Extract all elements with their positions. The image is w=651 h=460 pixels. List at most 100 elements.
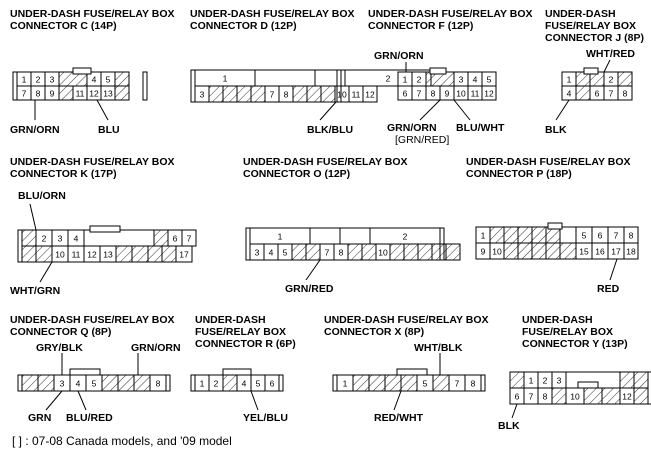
connector-q-cavity-hatch <box>21 374 39 392</box>
connector-p-cavity-num: 10 <box>492 247 502 257</box>
connector-c-wire-lead <box>96 99 109 121</box>
connector-c-cavity-num: 9 <box>50 89 55 99</box>
connector-y-cavity-hatch <box>601 387 621 405</box>
connector-q-cavity-hatch <box>101 374 119 392</box>
connector-q-cavity-hatch <box>133 374 151 392</box>
connector-f-title: UNDER-DASH FUSE/RELAY BOX CONNECTOR F (1… <box>368 8 533 32</box>
connector-k-cavity-hatch <box>115 245 133 263</box>
wire-label-f-3: [GRN/RED] <box>395 134 450 146</box>
connector-d-cavity-hatch <box>320 85 336 103</box>
connector-p-title: UNDER-DASH FUSE/RELAY BOX CONNECTOR P (1… <box>466 156 631 180</box>
connector-x-latch <box>332 374 338 392</box>
connector-o-cavity-hatch <box>347 243 363 261</box>
connector-y-cavity-num: 2 <box>543 376 548 386</box>
connector-q-cavity-num: 4 <box>76 379 81 389</box>
connector-r-latch <box>190 374 196 392</box>
connector-p-cavity-num: 17 <box>611 247 621 257</box>
connector-x-cavity-num: 7 <box>455 379 460 389</box>
connector-k-cavity-hatch <box>131 245 149 263</box>
connector-p-cavity-hatch <box>531 226 547 244</box>
connector-j-cavity <box>617 85 633 101</box>
connector-r-cavity-hatch <box>222 374 238 392</box>
connector-p-cavity-num: 16 <box>595 247 605 257</box>
connector-r-cavity-num: 2 <box>214 379 219 389</box>
connector-p-wire-lead <box>609 258 618 281</box>
connector-c-lock-tab <box>72 67 92 75</box>
connector-o-cavity-hatch <box>445 243 461 261</box>
connector-d-cavity-num: 12 <box>365 90 375 100</box>
connector-d-latch <box>190 69 196 103</box>
connector-k-cavity-num: 12 <box>87 250 97 260</box>
connector-j-cavity-hatch <box>617 71 633 87</box>
connector-y-cavity-num: 10 <box>570 392 580 402</box>
connector-j-wire-lead <box>555 99 570 121</box>
wire-label-q-4: BLU/RED <box>66 412 113 424</box>
connector-c-cavity-num: 5 <box>106 75 111 85</box>
connector-k-wire-lead <box>29 203 37 231</box>
connector-k-cavity-num: 10 <box>55 250 65 260</box>
connector-y-cavity-num: 8 <box>543 392 548 402</box>
connector-k-cavity-num: 13 <box>103 250 113 260</box>
connector-c-cavity-num: 1 <box>22 75 27 85</box>
wire-label-q-2: GRN/ORN <box>131 342 181 354</box>
connector-d-cavity-num: 3 <box>200 90 205 100</box>
connector-p-cavity-hatch <box>545 242 561 260</box>
connector-c-cavity-num: 4 <box>92 75 97 85</box>
connector-q-lock-tab <box>69 368 101 376</box>
connector-c-cavity-num: 8 <box>36 89 41 99</box>
wire-label-q-3: GRN <box>28 412 52 424</box>
connector-o-cavity-num: 2 <box>403 232 408 242</box>
connector-r-wire-lead <box>250 390 259 411</box>
wire-label-k-1: BLU/ORN <box>18 190 66 202</box>
connector-f-cavity <box>481 85 497 101</box>
connector-p-cavity-hatch <box>489 226 505 244</box>
connector-d-cavity-hatch <box>292 85 308 103</box>
connector-d-cavity-num: 8 <box>284 90 289 100</box>
connector-c-cavity-num: 3 <box>50 75 55 85</box>
connector-f-cavity-num: 7 <box>417 89 422 99</box>
wire-label-c-2: BLU <box>98 124 120 136</box>
connector-x-cavity-hatch <box>400 374 418 392</box>
connector-j-cavity-num: 8 <box>623 89 628 99</box>
connector-d-title: UNDER-DASH FUSE/RELAY BOX CONNECTOR D (1… <box>190 8 355 32</box>
connector-o-cavity-num: 10 <box>378 248 388 258</box>
connector-j-cavity-num: 6 <box>595 89 600 99</box>
connector-o-latch-r <box>439 227 445 261</box>
connector-o-cavity-hatch <box>417 243 433 261</box>
connector-o-cavity-hatch <box>389 243 405 261</box>
connector-f-cavity-num: 4 <box>473 75 478 85</box>
connector-k-cavity-num: 3 <box>58 234 63 244</box>
connector-o-cavity <box>339 227 371 245</box>
connector-p-cavity-hatch <box>559 242 577 260</box>
connector-j-cavity-num: 7 <box>609 89 614 99</box>
connector-c-latch-r <box>142 71 148 101</box>
connector-c-latch <box>12 71 18 101</box>
connector-y-cavity-hatch <box>633 371 649 389</box>
connector-q-wire-lead <box>45 390 63 411</box>
connector-c-cavity-hatch <box>58 85 74 101</box>
connector-o-cavity-num: 7 <box>325 248 330 258</box>
connector-k-cavity-hatch <box>161 245 177 263</box>
wire-label-c-1: GRN/ORN <box>10 124 60 136</box>
connector-f-cavity-num: 12 <box>484 89 494 99</box>
connector-d-cavity <box>254 69 316 87</box>
connector-j-lock-tab <box>583 67 599 75</box>
connector-k-cavity-hatch <box>21 245 37 263</box>
connector-d-latch-r <box>336 69 342 103</box>
connector-y-latch-r <box>647 371 651 405</box>
connector-q-wire-lead <box>77 390 87 411</box>
connector-d-cavity-num: 1 <box>223 74 228 84</box>
connector-o-cavity-num: 4 <box>269 248 274 258</box>
connector-y-cavity-hatch <box>633 387 649 405</box>
connector-x-cavity-num: 1 <box>343 379 348 389</box>
connector-f-cavity-num: 8 <box>431 89 436 99</box>
connector-o-title: UNDER-DASH FUSE/RELAY BOX CONNECTOR O (1… <box>243 156 408 180</box>
connector-x-lock-tab <box>396 368 428 376</box>
wire-label-r-1: YEL/BLU <box>243 412 288 424</box>
connector-o-cavity-num: 8 <box>339 248 344 258</box>
connector-o-cavity-num: 1 <box>278 232 283 242</box>
wire-label-f-4: BLU/WHT <box>456 122 505 134</box>
connector-p-cavity-num: 5 <box>582 231 587 241</box>
connector-p-cavity-hatch <box>503 226 519 244</box>
